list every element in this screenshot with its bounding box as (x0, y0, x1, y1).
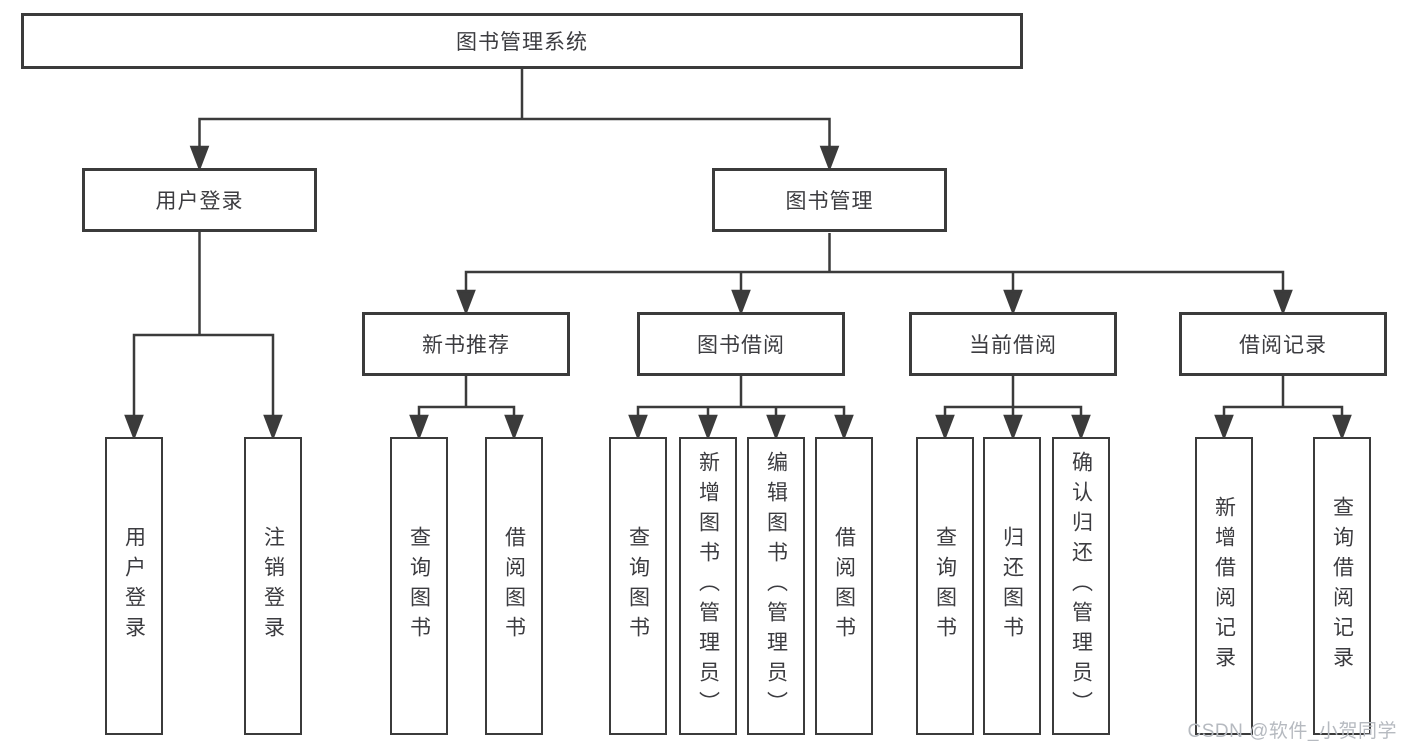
arrowhead (731, 289, 751, 316)
node-label: 新增借阅记录 (1212, 496, 1236, 676)
node-label: 当前借阅 (969, 334, 1057, 357)
node-label: 用户登录 (122, 526, 146, 646)
leaf-query-borrow-record: 查询借阅记录 (1313, 437, 1371, 735)
connector-root-to-level2 (189, 69, 840, 172)
node-book-management: 图书管理 (712, 168, 947, 232)
leaf-add-borrow-record: 新增借阅记录 (1195, 437, 1253, 735)
node-label: 查询图书 (933, 526, 957, 646)
arrowhead (698, 414, 718, 441)
node-label: 编辑图书（管理员） (764, 451, 788, 721)
node-label: 归还图书 (1000, 526, 1024, 646)
leaf-edit-books-admin: 编辑图书（管理员） (747, 437, 805, 735)
arrowhead (834, 414, 854, 441)
leaf-user-login: 用户登录 (105, 437, 163, 735)
node-user-login: 用户登录 (82, 168, 317, 232)
leaf-query-books-borrow: 查询图书 (609, 437, 667, 735)
connector-borrow-records-to-leaves (1214, 376, 1352, 441)
node-label: 图书管理 (785, 190, 874, 213)
leaf-add-books-admin: 新增图书（管理员） (679, 437, 737, 735)
leaf-logout: 注销登录 (244, 437, 302, 735)
node-root: 图书管理系统 (21, 13, 1023, 69)
arrowhead (263, 414, 283, 441)
arrowhead (504, 414, 524, 441)
arrowhead (935, 414, 955, 441)
leaf-confirm-return-admin: 确认归还（管理员） (1052, 437, 1110, 735)
node-label: 查询图书 (407, 526, 431, 646)
node-label: 借阅图书 (502, 526, 526, 646)
arrowhead (409, 414, 429, 441)
node-label: 借阅图书 (832, 526, 856, 646)
arrowhead (1071, 414, 1091, 441)
node-label: 新书推荐 (422, 334, 510, 357)
arrowhead (766, 414, 786, 441)
connector-management-to-level3 (456, 233, 1293, 316)
arrowhead (1003, 414, 1023, 441)
arrowhead (1332, 414, 1352, 441)
connector-current-borrow-to-leaves (935, 376, 1091, 441)
csdn-watermark: CSDN @软件_小贺同学 (1187, 721, 1397, 742)
node-label: 确认归还（管理员） (1069, 451, 1093, 721)
leaf-borrow-books-recommend: 借阅图书 (485, 437, 543, 735)
leaf-return-books: 归还图书 (983, 437, 1041, 735)
node-label: 查询图书 (626, 526, 650, 646)
arrowhead (1273, 289, 1293, 316)
node-current-borrow: 当前借阅 (909, 312, 1117, 376)
arrowhead (819, 145, 840, 172)
node-label: 查询借阅记录 (1330, 496, 1354, 676)
node-borrow-records: 借阅记录 (1179, 312, 1387, 376)
node-label: 借阅记录 (1239, 334, 1327, 357)
arrowhead (1003, 289, 1023, 316)
arrowhead (628, 414, 648, 441)
node-new-book-recommend: 新书推荐 (362, 312, 570, 376)
leaf-borrow-books: 借阅图书 (815, 437, 873, 735)
leaf-query-books-recommend: 查询图书 (390, 437, 448, 735)
node-label: 图书管理系统 (456, 31, 588, 54)
arrowhead (1214, 414, 1234, 441)
node-label: 新增图书（管理员） (696, 451, 720, 721)
arrowhead (456, 289, 476, 316)
node-label: 用户登录 (155, 190, 244, 213)
node-book-borrow: 图书借阅 (637, 312, 845, 376)
connector-new-book-to-leaves (409, 376, 524, 441)
leaf-query-books-current: 查询图书 (916, 437, 974, 735)
connector-book-borrow-to-leaves (628, 376, 854, 441)
arrowhead (189, 145, 210, 172)
node-label: 图书借阅 (697, 334, 785, 357)
arrowhead (124, 414, 144, 441)
node-label: 注销登录 (261, 526, 285, 646)
connector-user-login-to-leaves (124, 232, 283, 441)
